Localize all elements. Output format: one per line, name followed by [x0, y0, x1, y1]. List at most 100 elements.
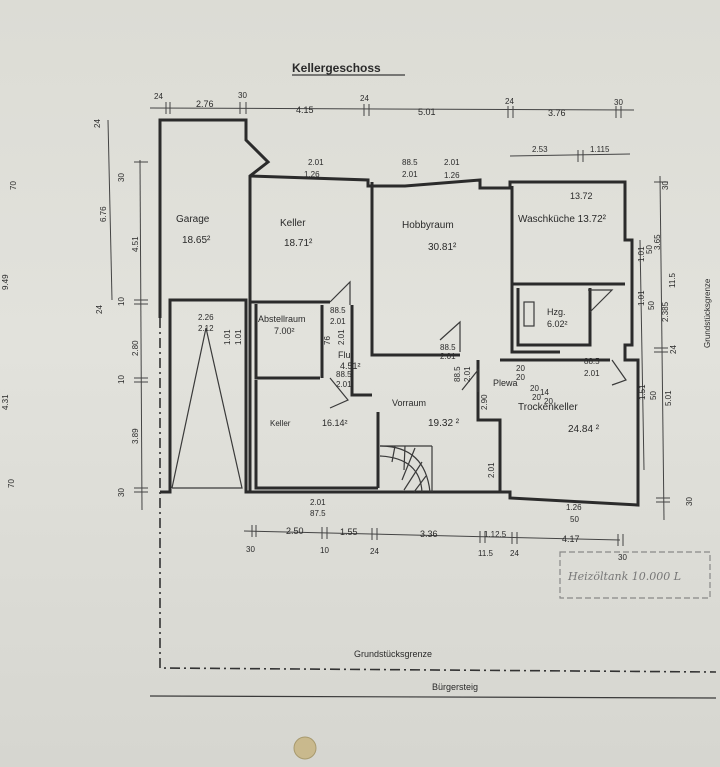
open-keller-top-b: 1.26	[304, 170, 320, 179]
left-dim-2: 30	[117, 173, 126, 182]
bottom-dim-2: 10	[320, 546, 329, 555]
left-dim-9: 30	[117, 488, 126, 497]
bottom-dim-5: 3.36	[420, 529, 438, 539]
top-dim-1: 2.76	[196, 99, 214, 109]
top-dim-2: 30	[238, 91, 247, 100]
top-dim-0: 24	[154, 92, 163, 101]
right-dim-5: 2.385	[661, 301, 670, 322]
room-garage-area: 18.65²	[182, 235, 211, 246]
staircase	[379, 445, 433, 493]
left-dimension-chain	[107, 119, 148, 511]
left-dim-6: 2.80	[131, 340, 140, 356]
door-swing-1	[329, 280, 351, 305]
wall-hobby-left	[370, 182, 460, 357]
bottom-dim-9: 4.17	[562, 534, 580, 544]
open-trocken-a: 88.5	[584, 357, 600, 366]
property-boundary-line	[159, 318, 717, 673]
sidewalk-label: Bürgersteig	[432, 682, 478, 692]
right-dim-10: 50	[649, 391, 658, 400]
room-plewa-name: Plewa	[493, 378, 518, 388]
plewa-d: 20	[532, 393, 541, 402]
right-dim-8: 24	[669, 345, 678, 354]
edge-note-0: Grundstücksgrenze	[703, 278, 712, 348]
open-bottom-a: 2.01	[310, 498, 326, 507]
open-hobby-top-a: 88.5	[402, 158, 418, 167]
open-hobby-door-b: 2.01	[440, 352, 456, 361]
garage-wall-a: 1.01	[223, 329, 232, 345]
open-flur-b: 2.01	[336, 380, 352, 389]
open-trocken-b: 2.01	[584, 369, 600, 378]
left-dim-0: 24	[93, 119, 102, 128]
wall-abstell	[254, 304, 320, 380]
plewa-a: 20	[516, 364, 525, 373]
boiler-icon	[523, 301, 535, 327]
garage-wall	[158, 118, 271, 494]
door-swing-4	[461, 368, 479, 392]
right-dim-4: 11.5	[668, 272, 677, 288]
tank-note: Heizöltank 10.000 L	[567, 570, 681, 583]
room-hzg-name: Hzg.	[547, 307, 566, 317]
right-dim-11: 5.01	[664, 390, 673, 406]
flur-wall-a: 76	[323, 336, 332, 345]
top-dim2-0: 2.53	[532, 145, 548, 154]
room-keller2-area: 16.14²	[322, 418, 348, 428]
open-vorraum-b: 2.01	[463, 366, 472, 382]
punch-hole	[293, 736, 317, 760]
garage-wall-b: 1.01	[234, 329, 243, 345]
edge-note-1: 70	[9, 181, 18, 190]
room-hobby-name: Hobbyraum	[402, 220, 454, 231]
bottom-dim-10: 30	[618, 553, 627, 562]
vorraum-wall-b: 2.01	[487, 462, 496, 478]
top-dimension-chain	[149, 102, 635, 162]
open-bottom-b: 87.5	[310, 509, 326, 518]
door-swing-3	[439, 320, 461, 352]
room-flur-area: 4.51²	[340, 361, 361, 371]
flur-wall-b: 2.01	[337, 329, 346, 345]
edge-note-3: 4.31	[1, 394, 10, 410]
bottom-dim-8: 24	[510, 549, 519, 558]
wall-keller2	[254, 380, 378, 490]
top-dim-7: 3.76	[548, 108, 566, 118]
bottom-dim-7: 11.5	[478, 549, 494, 558]
open-bottom-d: 50	[570, 515, 579, 524]
room-vorraum-name: Vorraum	[392, 398, 426, 408]
open-abstell-b: 2.01	[330, 317, 346, 326]
wall-flur	[350, 305, 372, 397]
bottom-dim-0: 30	[246, 545, 255, 554]
vorraum-wall-a: 2.90	[480, 394, 489, 410]
sidewalk-line	[149, 695, 717, 699]
left-dim-8: 3.89	[131, 428, 140, 444]
plan-title: Kellergeschoss	[292, 61, 381, 75]
room-hobby-area: 30.81²	[428, 242, 457, 253]
top-dim-3: 4.15	[296, 105, 314, 115]
wall-hobby-right	[510, 186, 560, 354]
outer-wall	[249, 174, 640, 507]
plewa-f: 20	[544, 397, 553, 406]
open-bottom-c: 1.26	[566, 503, 582, 512]
room-keller2-name: Keller	[270, 419, 291, 428]
top-dim2-1: 1.115	[590, 145, 610, 154]
plewa-e: 14	[540, 388, 549, 397]
room-trocken-name: Trockenkeller	[518, 402, 578, 413]
garage-door-a: 2.26	[198, 313, 214, 322]
right-dim-2: 50	[645, 245, 654, 254]
plewa-c: 20	[530, 384, 539, 393]
right-dim-6: 1.01	[637, 290, 646, 306]
door-swing-6	[611, 359, 627, 386]
left-dim-5: 10	[117, 297, 126, 306]
bottom-dim-4: 24	[370, 547, 379, 556]
door-swing-2	[329, 377, 349, 409]
room-wasch-area: 13.72	[570, 191, 593, 201]
room-abstell-area: 7.00²	[274, 326, 295, 336]
room-wasch-name: Waschküche 13.72²	[518, 214, 607, 225]
left-dim-10: 70	[7, 479, 16, 488]
right-dim-9: 1.51	[638, 384, 647, 400]
top-dim-8: 30	[614, 98, 623, 107]
room-flur-name: Flur	[338, 350, 354, 360]
open-hobby-door-a: 88.5	[440, 343, 456, 352]
right-dim-7: 50	[647, 301, 656, 310]
open-keller-top-a: 2.01	[308, 158, 324, 167]
garage-ramp	[171, 327, 243, 489]
